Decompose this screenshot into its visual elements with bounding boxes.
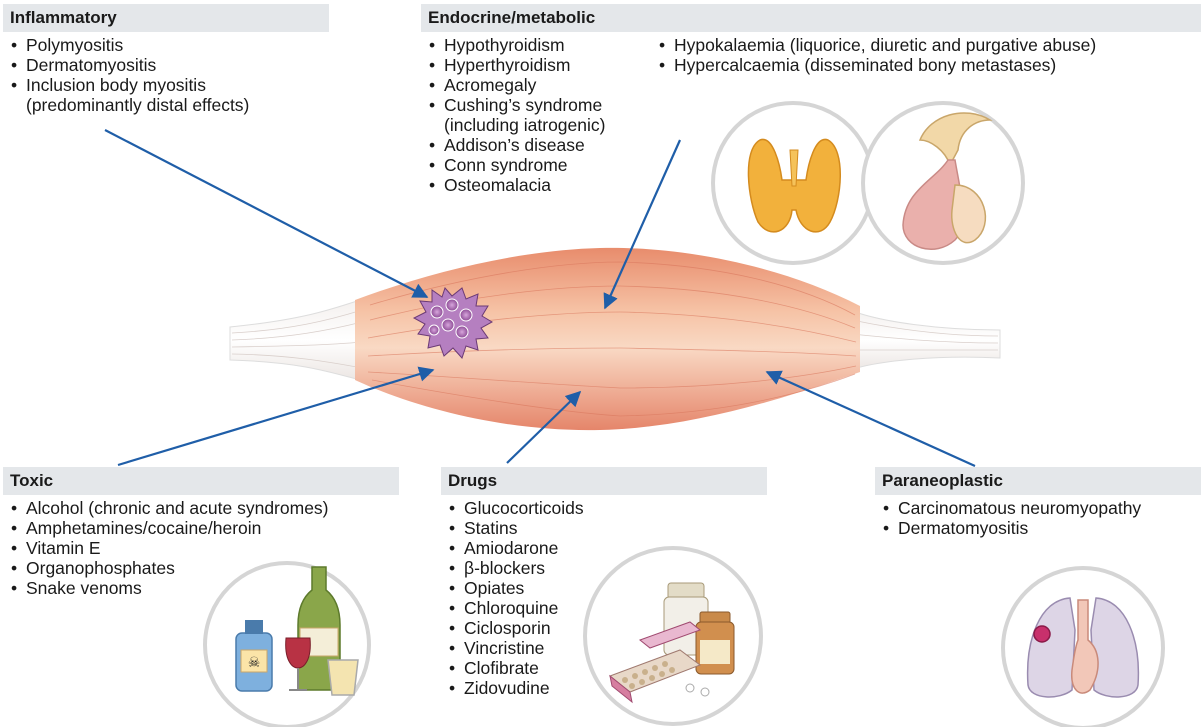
list-item: Hypokalaemia (liquorice, diuretic and pu…	[659, 35, 1096, 55]
lungs-tumour-icon	[1003, 568, 1163, 727]
list-item: Acromegaly	[429, 75, 651, 95]
list-item-note: (predominantly distal effects)	[26, 95, 329, 115]
list-item: Dermatomyositis	[883, 518, 1201, 538]
list-item: Addison’s disease	[429, 135, 651, 155]
paraneoplastic-title: Paraneoplastic	[875, 467, 1201, 495]
list-item: Amiodarone	[449, 538, 767, 558]
endocrine-list-left: Hypothyroidism Hyperthyroidism Acromegal…	[421, 35, 651, 195]
toxic-arrow	[118, 370, 433, 465]
list-item: Conn syndrome	[429, 155, 651, 175]
paraneoplastic-arrow	[767, 372, 975, 466]
endocrine-title: Endocrine/metabolic	[421, 4, 1201, 32]
list-item: Glucocorticoids	[449, 498, 767, 518]
toxic-title: Toxic	[3, 467, 399, 495]
list-item: Osteomalacia	[429, 175, 651, 195]
list-item: Ciclosporin	[449, 618, 767, 638]
toxic-panel: Toxic Alcohol (chronic and acute syndrom…	[3, 467, 399, 598]
list-item: Statins	[449, 518, 767, 538]
list-item: Snake venoms	[11, 578, 399, 598]
drugs-panel: Drugs Glucocorticoids Statins Amiodarone…	[441, 467, 767, 698]
list-item: Dermatomyositis	[11, 55, 329, 75]
drugs-list: Glucocorticoids Statins Amiodarone β-blo…	[441, 498, 767, 698]
inflammatory-arrow	[105, 130, 427, 297]
inflammatory-title: Inflammatory	[3, 4, 329, 32]
endocrine-panel: Endocrine/metabolic Hypothyroidism Hyper…	[421, 4, 1201, 195]
list-item: Alcohol (chronic and acute syndromes)	[11, 498, 399, 518]
list-item-text: Cushing’s syndrome	[444, 95, 651, 115]
svg-text:☠: ☠	[248, 655, 261, 671]
inflammatory-list: Polymyositis Dermatomyositis Inclusion b…	[3, 35, 329, 115]
list-item: Vincristine	[449, 638, 767, 658]
list-item: Organophosphates	[11, 558, 399, 578]
list-item: Opiates	[449, 578, 767, 598]
list-item: Inclusion body myositis (predominantly d…	[11, 75, 329, 115]
list-item: Zidovudine	[449, 678, 767, 698]
list-item-text: Inclusion body myositis	[26, 75, 329, 95]
list-item: Polymyositis	[11, 35, 329, 55]
endocrine-list-right: Hypokalaemia (liquorice, diuretic and pu…	[651, 35, 1096, 195]
list-item: Clofibrate	[449, 658, 767, 678]
list-item: Hyperthyroidism	[429, 55, 651, 75]
list-item: Chloroquine	[449, 598, 767, 618]
list-item: Vitamin E	[11, 538, 399, 558]
drugs-title: Drugs	[441, 467, 767, 495]
list-item: Hypothyroidism	[429, 35, 651, 55]
inflammatory-panel: Inflammatory Polymyositis Dermatomyositi…	[3, 4, 329, 115]
list-item-note: (including iatrogenic)	[444, 115, 651, 135]
paraneoplastic-list: Carcinomatous neuromyopathy Dermatomyosi…	[875, 498, 1201, 538]
list-item: Amphetamines/cocaine/heroin	[11, 518, 399, 538]
list-item: β-blockers	[449, 558, 767, 578]
list-item: Carcinomatous neuromyopathy	[883, 498, 1201, 518]
muscle-illustration	[230, 248, 1000, 430]
paraneoplastic-panel: Paraneoplastic Carcinomatous neuromyopat…	[875, 467, 1201, 538]
toxic-list: Alcohol (chronic and acute syndromes) Am…	[3, 498, 399, 598]
list-item: Hypercalcaemia (disseminated bony metast…	[659, 55, 1096, 75]
list-item: Cushing’s syndrome (including iatrogenic…	[429, 95, 651, 135]
